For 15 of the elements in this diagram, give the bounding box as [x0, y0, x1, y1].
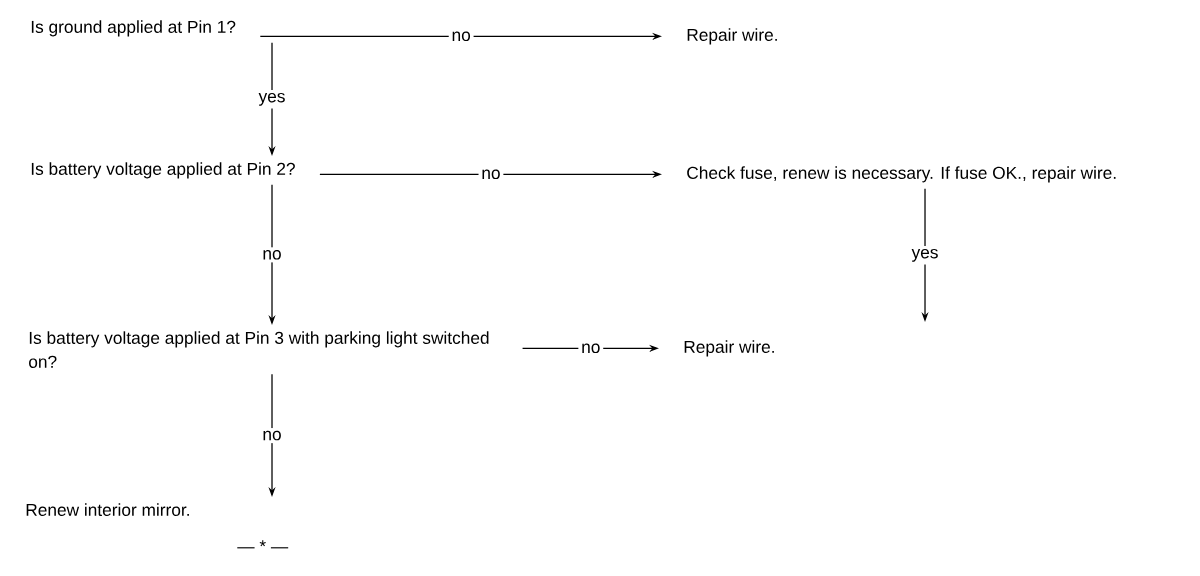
- edge-label: no: [259, 247, 285, 263]
- step-text: Repair wire.: [684, 340, 774, 357]
- step-text: Is ground applied at Pin 1?: [31, 20, 236, 37]
- step-text: Renew interior mirror.: [26, 503, 189, 516]
- edge-label: yes: [908, 246, 942, 265]
- end-mark: — * —: [237, 540, 289, 549]
- step-text: Is battery voltage applied at Pin 2?: [31, 162, 295, 179]
- step-text: Is battery voltage applied at Pin 3 with parking light switched on?: [29, 331, 489, 368]
- step-text: Repair wire.: [687, 28, 777, 45]
- edge-label: yes: [255, 90, 289, 109]
- edge-label: no: [578, 340, 604, 356]
- edge-label: no: [478, 166, 504, 182]
- step-text: Check fuse, renew is necessary. If fuse OK., repair wire.: [687, 166, 1116, 183]
- edge-label: no: [448, 28, 474, 44]
- edge-label: no: [259, 428, 285, 444]
